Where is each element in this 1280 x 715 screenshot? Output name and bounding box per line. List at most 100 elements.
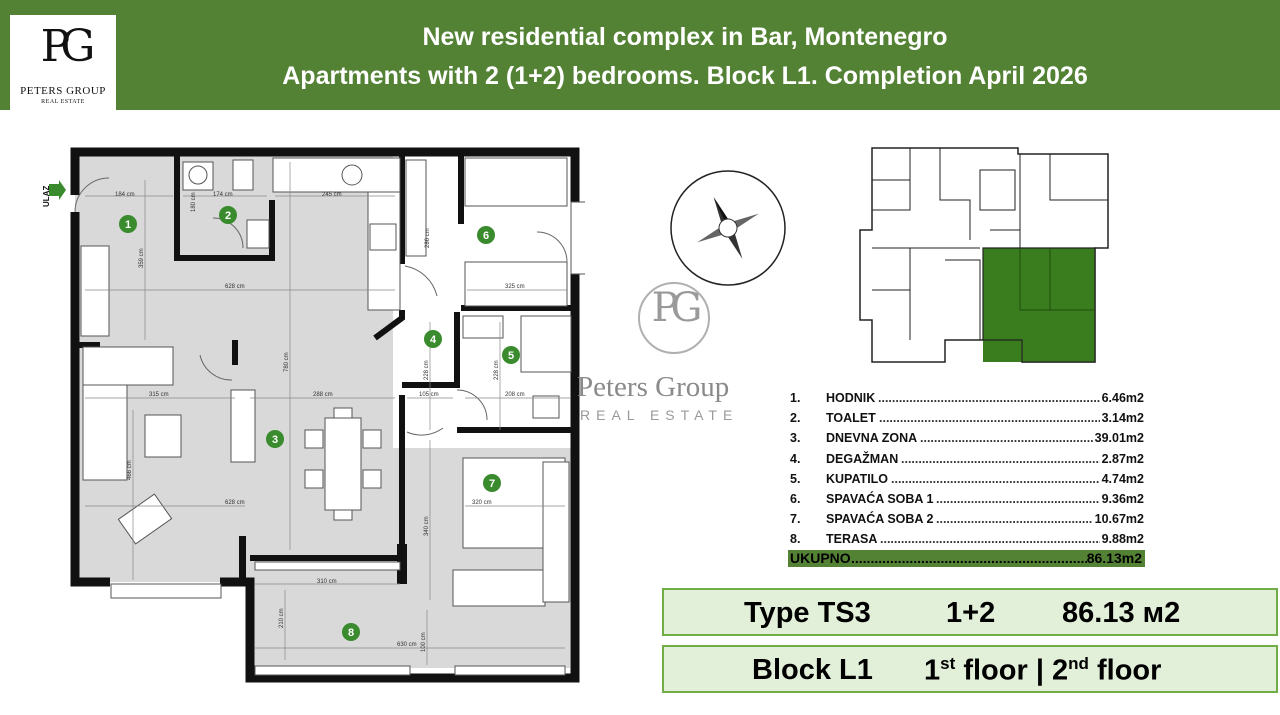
wall-pillar: [239, 536, 246, 584]
room-config: 1+2: [946, 597, 996, 629]
floor-separator: |: [1035, 654, 1044, 687]
legend-area: 39.01m2: [1094, 431, 1144, 446]
dim-628b: 628 cm: [225, 500, 245, 506]
room-marker-3: [266, 430, 284, 448]
room-number-1: 1: [125, 219, 131, 231]
type-summary-box: Type TS3 1+2 86.13 м2: [662, 588, 1278, 636]
door-bedroom2: [406, 427, 444, 436]
legend-area: 3.14m2: [1101, 411, 1144, 426]
wc-basin-bowl: [188, 165, 208, 185]
logo-monogram: PG: [40, 21, 96, 72]
window-terrace-bottom-1: [254, 665, 411, 676]
legend-no: 6.: [790, 491, 801, 506]
kitchen-counter: [272, 157, 401, 193]
dim-105: 105 cm: [419, 392, 439, 398]
outer-wall-left: [70, 212, 110, 587]
armchair: [117, 493, 173, 545]
apartment-area: 86.13 м2: [1062, 597, 1181, 629]
room-marker-8: [342, 623, 360, 641]
key-plan: [859, 147, 1109, 363]
total-label: UKUPNO: [790, 550, 851, 566]
wall-wc: [174, 154, 275, 261]
dim-325: 325 cm: [505, 284, 525, 290]
watermark-subtitle: REAL ESTATE: [580, 407, 739, 423]
wc-toilet: [232, 159, 254, 191]
dim-100: 100 cm: [421, 632, 427, 652]
dim-780: 780 cm: [284, 352, 290, 372]
chair-4: [362, 469, 382, 489]
room-number-4: 4: [430, 334, 437, 346]
total-dots: ........................................…: [851, 550, 1087, 566]
floor1-word: floor: [963, 654, 1028, 687]
entry-wardrobe: [80, 245, 110, 337]
key-plan-highlight: [983, 248, 1095, 362]
dim-228b: 228 cm: [494, 360, 500, 380]
legend-dots: ........................................…: [936, 491, 1100, 506]
legend-dots: ........................................…: [936, 512, 1093, 527]
wall-hall-diag: [373, 310, 405, 341]
wc-cabinet: [246, 219, 270, 249]
dim-210: 210 cm: [279, 608, 285, 628]
legend-dots: ........................................…: [880, 532, 1100, 547]
door-bedroom1: [404, 265, 438, 297]
legend-no: 3.: [790, 431, 801, 446]
sofa-side: [82, 384, 128, 481]
hob: [369, 223, 397, 251]
dim-340: 340 cm: [424, 516, 430, 536]
door-bath: [456, 389, 488, 421]
compass-icon: [670, 170, 786, 286]
dim-315: 315 cm: [149, 392, 169, 398]
door-bedroom1b: [536, 231, 568, 263]
dim-359: 359 cm: [139, 248, 145, 268]
entrance-label: ULAZ: [42, 186, 51, 207]
coffee-table: [144, 414, 182, 458]
legend-no: 7.: [790, 512, 801, 527]
legend-name: DNEVNA ZONA: [826, 431, 918, 446]
room-marker-1: [119, 215, 137, 233]
watermark-name: Peters Group: [577, 371, 730, 403]
logo-subtitle: REAL ESTATE: [41, 99, 85, 105]
room-number-2: 2: [225, 210, 231, 222]
dim-320: 320 cm: [472, 500, 492, 506]
legend-area: 2.87m2: [1101, 451, 1144, 466]
legend-total: UKUPNO 86.13m2 .........................…: [788, 550, 1145, 567]
sink: [341, 164, 363, 186]
kitchen-counter-side: [367, 191, 401, 311]
page-title: New residential complex in Bar, Monteneg…: [422, 23, 948, 51]
wardrobe-2: [542, 461, 570, 603]
chair-5: [333, 407, 353, 419]
dim-180: 180 cm: [191, 192, 197, 212]
page-subtitle: Apartments with 2 (1+2) bedrooms. Block …: [282, 62, 1088, 90]
dim-630: 630 cm: [397, 642, 417, 648]
dim-466: 466 cm: [127, 460, 133, 480]
floor1-suffix: st: [940, 654, 956, 673]
floor-plan: 184 cm 174 cm 245 cm 180 cm 359 cm 286 c…: [42, 147, 585, 683]
dim-288: 288 cm: [313, 392, 333, 398]
floor1-number: 1: [924, 654, 941, 687]
window-bedroom1: [570, 201, 585, 275]
window-bedroom2: [452, 569, 546, 607]
room-marker-6: [477, 226, 495, 244]
legend-name: SPAVAĆA SOBA 2: [826, 512, 934, 527]
room-number-6: 6: [483, 230, 489, 242]
floor2-suffix: nd: [1068, 654, 1089, 673]
dim-184: 184 cm: [115, 192, 135, 198]
bath-basin: [462, 315, 504, 339]
legend-name: TERASA: [826, 532, 878, 547]
window-living: [110, 583, 222, 599]
dim-245: 245 cm: [322, 192, 342, 198]
room-number-7: 7: [489, 478, 495, 490]
sofa: [82, 346, 174, 386]
wall-bath: [402, 312, 460, 388]
chair-2: [304, 469, 324, 489]
legend-name: DEGAŽMAN: [826, 451, 899, 466]
door-entrance: [74, 177, 110, 213]
room-marker-7: [483, 474, 501, 492]
bed-1: [464, 157, 568, 207]
block-name: Block L1: [752, 654, 873, 686]
